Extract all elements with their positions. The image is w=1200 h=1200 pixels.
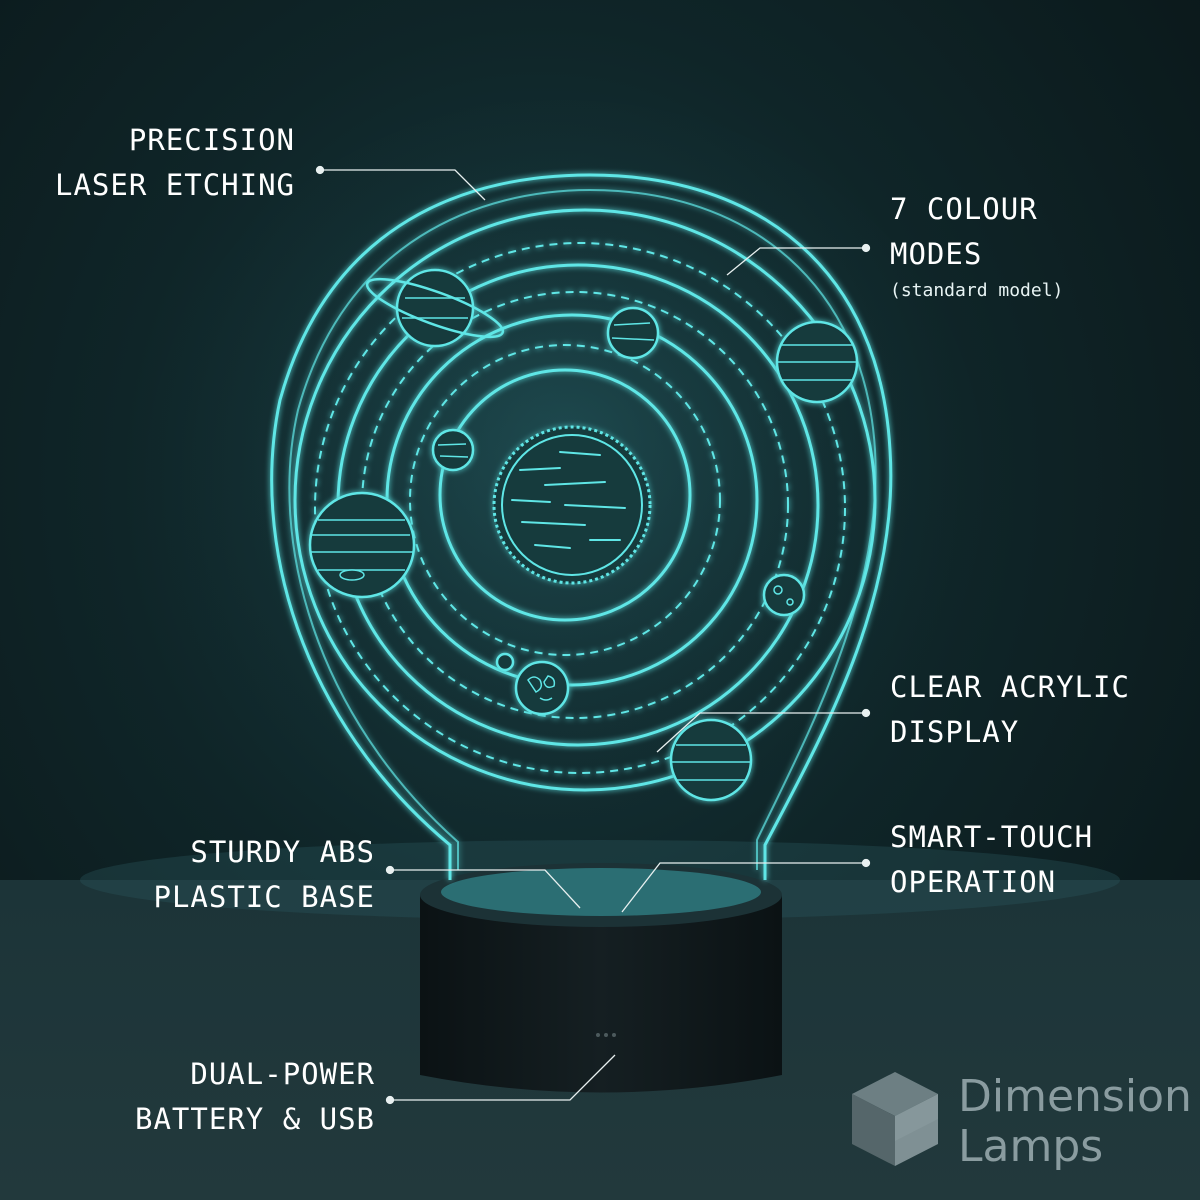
sun bbox=[492, 425, 652, 585]
lamp-base bbox=[420, 863, 782, 1093]
label-line: PRECISION bbox=[128, 123, 295, 157]
label-line: CLEAR ACRYLIC bbox=[890, 670, 1130, 704]
planet-jupiter bbox=[308, 491, 416, 599]
label-line: DISPLAY bbox=[890, 715, 1020, 749]
label-line: BATTERY & USB bbox=[135, 1102, 375, 1136]
label-laser-etching: PRECISION LASER ETCHING bbox=[0, 118, 295, 208]
planet-earth bbox=[514, 660, 570, 716]
callout-line-touch bbox=[621, 862, 866, 913]
callout-line-power bbox=[390, 1054, 616, 1101]
planet-venus bbox=[606, 306, 660, 360]
cube-icon bbox=[852, 1072, 938, 1166]
planet-mercury bbox=[431, 428, 475, 472]
brand-name-line1: Dimension bbox=[958, 1071, 1192, 1122]
callout-lines bbox=[315, 165, 871, 1105]
label-smart-touch: SMART-TOUCH OPERATION bbox=[890, 815, 1093, 905]
brand-name-line2: Lamps bbox=[958, 1121, 1104, 1172]
planet-mars bbox=[762, 573, 806, 617]
callout-line-laser bbox=[320, 169, 486, 201]
label-line: 7 COLOUR bbox=[890, 192, 1038, 226]
callout-line-colour bbox=[726, 247, 866, 276]
label-line: OPERATION bbox=[890, 865, 1057, 899]
label-clear-acrylic: CLEAR ACRYLIC DISPLAY bbox=[890, 665, 1130, 755]
label-dual-power: DUAL-POWER BATTERY & USB bbox=[0, 1052, 375, 1142]
label-colour-modes: 7 COLOUR MODES (standard model) bbox=[890, 187, 1063, 305]
planet-uranus bbox=[775, 320, 859, 404]
label-line: DUAL-POWER bbox=[190, 1057, 375, 1091]
label-line: MODES bbox=[890, 237, 983, 271]
callout-line-acrylic bbox=[656, 712, 866, 753]
planet-moon bbox=[495, 652, 515, 672]
label-sturdy-base: STURDY ABS PLASTIC BASE bbox=[0, 830, 375, 920]
planet-saturn bbox=[365, 268, 505, 348]
label-line: LASER ETCHING bbox=[55, 168, 295, 202]
label-line: STURDY ABS bbox=[190, 835, 375, 869]
brand-name: Dimension Lamps bbox=[958, 1072, 1192, 1172]
planet-neptune bbox=[669, 718, 753, 802]
callout-line-base bbox=[390, 869, 581, 909]
label-note: (standard model) bbox=[890, 280, 1064, 301]
label-line: SMART-TOUCH bbox=[890, 820, 1094, 854]
brand-logo: Dimension Lamps bbox=[840, 1064, 1192, 1174]
orbit-rings bbox=[293, 208, 877, 792]
label-line: PLASTIC BASE bbox=[153, 880, 375, 914]
